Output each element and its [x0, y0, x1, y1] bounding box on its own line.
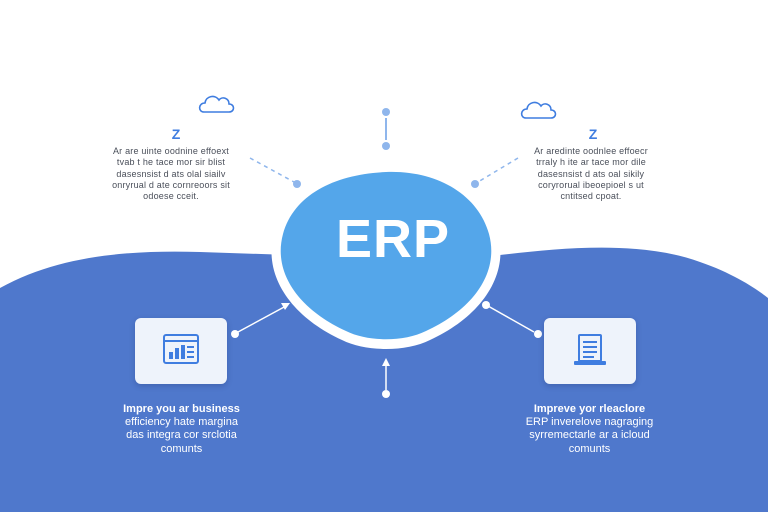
connector-dot — [482, 301, 490, 309]
background-band — [0, 247, 768, 512]
caption-line: syrremectarle ar a icloud — [529, 429, 650, 442]
analytics-report-icon — [163, 334, 199, 364]
erp-hub — [280, 171, 492, 340]
blurb-top-right: Ar aredinte oodnlee effoecr trraly h ite… — [516, 146, 666, 202]
connector-dot — [293, 180, 301, 188]
cloud-icon — [198, 95, 235, 113]
blurb-line: Ar are uinte oodnine effoext — [112, 146, 229, 156]
caption-bottom-left: Impre you ar business efficiency hate ma… — [94, 403, 269, 456]
blurb-line: tvab t he tace mor sir blist — [116, 157, 226, 168]
caption-line: comunts — [160, 442, 203, 455]
blurb-line: cntitsed cpoat. — [560, 191, 622, 201]
connector-bottom-left — [237, 305, 287, 333]
connector-dot — [382, 390, 390, 398]
document-icon — [574, 334, 606, 365]
connector-bottom-right — [487, 305, 535, 333]
card-document — [544, 318, 636, 384]
caption-heading: Impre you ar business — [123, 403, 240, 415]
z-mark: Z — [588, 126, 598, 142]
caption-line: comunts — [568, 442, 611, 455]
arrow-head — [382, 358, 390, 366]
caption-heading: Impreve yor rleaclore — [533, 403, 646, 415]
connector-dot — [231, 330, 239, 338]
caption-bottom-right: Impreve yor rleaclore ERP inverelove nag… — [502, 403, 677, 456]
connector-dot — [382, 108, 390, 116]
caption-line: ERP inverelove nagraging — [525, 416, 654, 429]
connector-dot — [471, 180, 479, 188]
blurb-top-left: Ar are uinte oodnine effoext tvab t he t… — [96, 146, 246, 202]
caption-line: efficiency hate margina — [125, 416, 238, 429]
connector-dot — [382, 142, 390, 150]
caption-line: das integra cor srclotia — [126, 429, 237, 442]
z-mark: Z — [171, 126, 181, 142]
blurb-line: odoese cceit. — [143, 191, 199, 201]
blurb-line: dasesnsist d ats olal siailv — [116, 168, 226, 179]
cloud-icon — [520, 101, 557, 119]
blurb-line: Ar aredinte oodnlee effoecr — [534, 146, 648, 156]
card-analytics — [135, 318, 227, 384]
blurb-line: coryrorual ibeoepioel s ut — [538, 179, 644, 190]
blurb-line: dasesnsist d ats oal sikily — [537, 168, 645, 179]
hub-label: ERP — [335, 209, 451, 269]
connector-top-left — [249, 157, 295, 183]
connector-dot — [534, 330, 542, 338]
arrow-head — [281, 303, 290, 310]
blurb-line: trraly h ite ar tace mor dile — [536, 157, 646, 168]
connector-top-right — [477, 157, 519, 183]
blurb-line: onryrual d ate cornreoors sit — [112, 179, 230, 190]
